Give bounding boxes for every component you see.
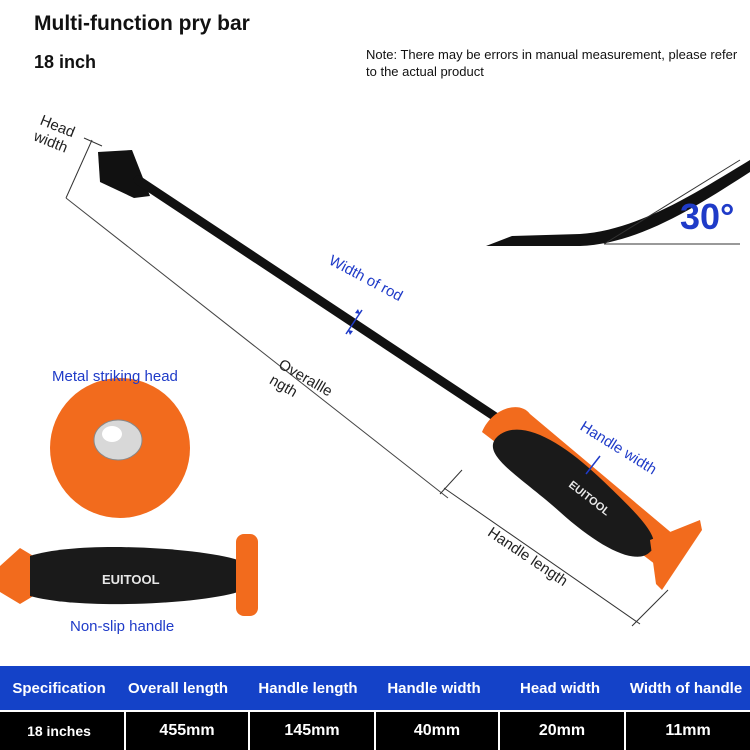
product-title: Multi-function pry bar	[34, 12, 250, 35]
overall-length-line	[65, 197, 449, 499]
spec-divider	[374, 712, 376, 750]
non-slip-handle-label: Non-slip handle	[70, 618, 175, 635]
spec-table-values: 18 inches 455mm 145mm 40mm 20mm 11mm	[0, 712, 750, 750]
spec-divider	[498, 712, 500, 750]
spec-header-handle-width: Handle width	[387, 679, 481, 697]
spec-header-head-width: Head width	[519, 679, 600, 697]
spec-divider	[624, 712, 626, 750]
spec-table-header: Specification Overall length Handle leng…	[0, 666, 750, 710]
spec-value-specification: 18 inches	[27, 723, 91, 739]
spec-value-handle-length: 145mm	[284, 722, 340, 739]
pry-bar-illustration: EUITOOL EUITOOL	[0, 137, 750, 627]
product-size: 18 inch	[34, 52, 97, 72]
spec-header-handle-length: Handle length	[258, 679, 358, 697]
handle-width-marker	[585, 455, 601, 475]
pry-bar-tip	[98, 150, 150, 198]
spec-value-width-of-handle: 11mm	[665, 722, 711, 739]
rod-width-marker	[345, 309, 363, 335]
angle-label: 30°	[680, 196, 735, 237]
spec-header-width-of-handle: Width of handle	[629, 679, 743, 697]
detail-brand-logo: EUITOOL	[102, 572, 160, 587]
spec-divider	[248, 712, 250, 750]
angle-detail	[486, 159, 750, 246]
spec-value-overall-length: 455mm	[159, 722, 215, 739]
measurement-note: Note: There may be errors in manual meas…	[366, 47, 738, 79]
non-slip-handle-detail: EUITOOL	[0, 534, 258, 616]
spec-divider	[124, 712, 126, 750]
metal-striking-head-label: Metal striking head	[52, 368, 178, 385]
head-width-dimension	[65, 137, 103, 199]
pry-bar-handle: EUITOOL	[482, 407, 702, 590]
striking-head-detail	[50, 378, 190, 518]
pry-bar-rod	[133, 175, 505, 425]
spec-header-specification: Specification	[12, 679, 106, 697]
spec-value-head-width: 20mm	[538, 722, 586, 739]
spec-header-overall-length: Overall length	[127, 679, 229, 697]
handle-length-dimension	[439, 469, 669, 627]
spec-value-handle-width: 40mm	[413, 722, 461, 739]
